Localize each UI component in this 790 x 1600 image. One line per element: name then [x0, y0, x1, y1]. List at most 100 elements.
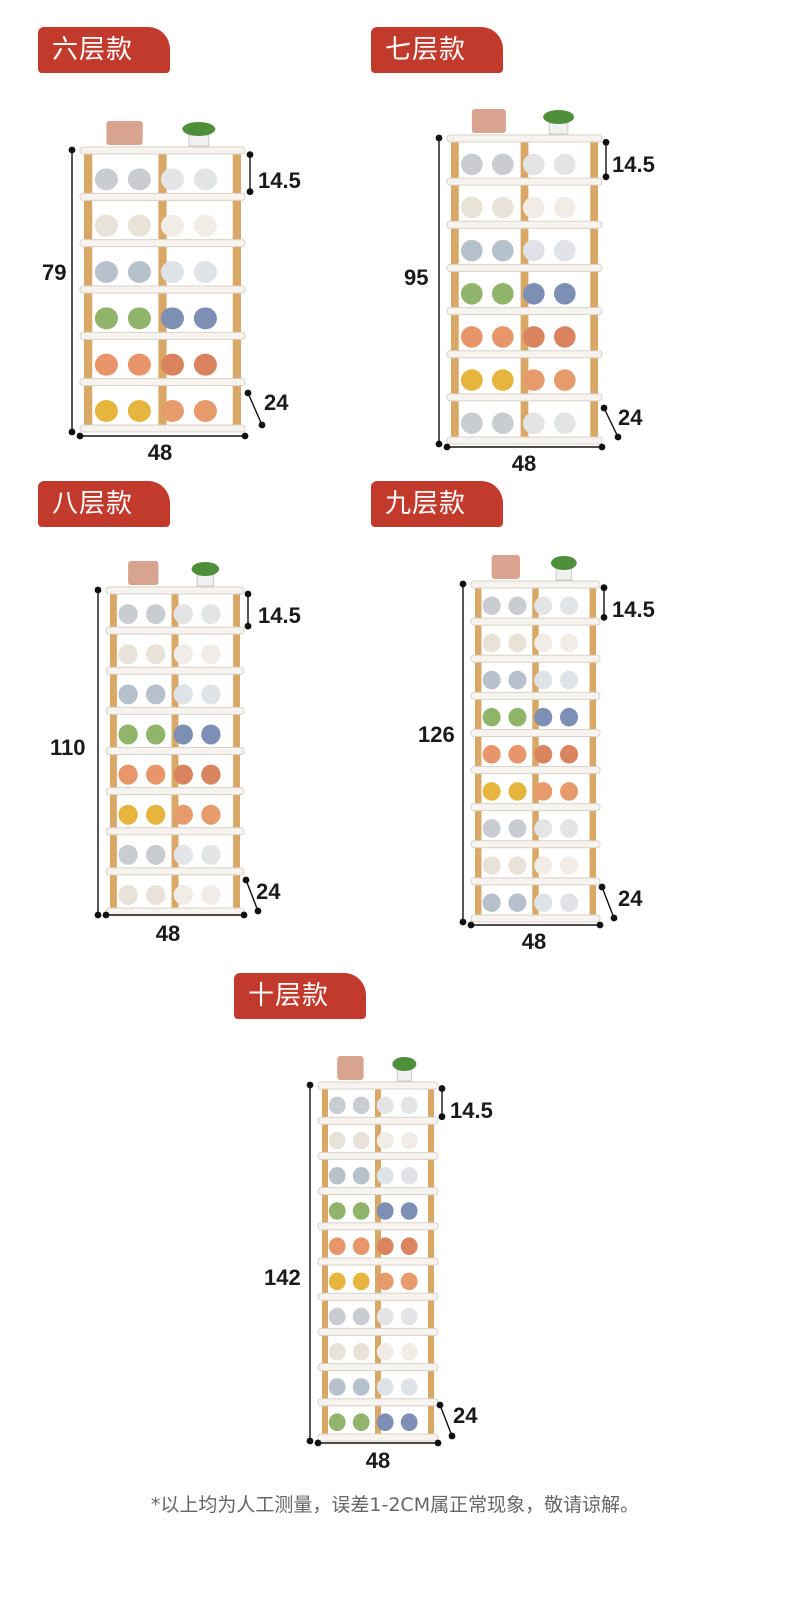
shoe: [553, 283, 576, 305]
shoe: [160, 261, 184, 283]
shoe: [94, 261, 118, 283]
shoe: [328, 1131, 346, 1150]
shoe: [193, 168, 217, 191]
shoe: [482, 745, 501, 764]
shoe: [491, 412, 514, 435]
width-dim-7: 48: [511, 451, 537, 476]
shoe: [482, 707, 501, 727]
rack-post: [451, 138, 459, 440]
rack-post: [589, 584, 596, 918]
model-tag-7: 七层款: [371, 27, 503, 73]
shoe: [534, 670, 553, 690]
depth-dim-line: [247, 392, 263, 426]
shoe: [400, 1237, 418, 1255]
plant-pot: [548, 122, 569, 135]
shoe: [201, 604, 221, 625]
dim-dot: [94, 586, 102, 594]
shoe: [553, 369, 576, 391]
shoe: [160, 400, 184, 422]
rack-shelf: [470, 840, 601, 849]
shoe: [193, 353, 217, 376]
shoe: [201, 724, 221, 745]
shoe: [328, 1378, 346, 1396]
shoe: [400, 1307, 418, 1326]
shoe: [94, 400, 118, 422]
shoe: [560, 707, 579, 727]
dim-dot: [459, 918, 467, 926]
handbag: [491, 555, 521, 579]
dim-dot: [435, 134, 443, 142]
shoe: [352, 1343, 370, 1361]
shoe: [376, 1131, 394, 1150]
shoe: [173, 684, 193, 705]
dim-dot: [76, 432, 84, 440]
width-dim-8: 48: [155, 921, 181, 946]
shoe: [482, 819, 501, 838]
rack-shelf: [470, 803, 601, 812]
shoe: [400, 1413, 418, 1431]
rack-shelf: [317, 1433, 439, 1442]
shoe: [201, 804, 221, 825]
rack-shelf: [79, 285, 246, 294]
dim-dot: [94, 911, 102, 919]
height-dim-7: 95: [404, 265, 429, 290]
shoe: [522, 283, 545, 305]
shoe: [400, 1378, 418, 1396]
dim-dot: [459, 580, 467, 588]
shoe: [522, 369, 545, 391]
shoe: [146, 764, 166, 785]
handbag: [471, 109, 506, 133]
shoe: [160, 168, 184, 191]
shoe: [553, 196, 576, 219]
shoe: [491, 326, 514, 348]
width-dim-9: 48: [521, 929, 547, 954]
tier-gap-dim-10: 14.5: [450, 1098, 493, 1123]
plant-pot: [555, 568, 573, 581]
model-tag-10: 十层款: [234, 973, 366, 1019]
rack-shelf: [79, 239, 246, 248]
dim-dot: [448, 1432, 456, 1440]
shoe: [508, 596, 527, 616]
shoe: [173, 804, 193, 825]
shoe: [553, 153, 576, 176]
shoe: [460, 239, 483, 262]
plant-leaves: [392, 1057, 417, 1071]
rack-shelf: [470, 728, 601, 737]
handbag: [128, 561, 159, 585]
rack-shelf: [446, 350, 603, 359]
shoe: [460, 196, 483, 219]
handbag: [337, 1056, 364, 1080]
shoe: [352, 1307, 370, 1326]
dim-dot: [241, 432, 249, 440]
shoe: [118, 724, 138, 745]
rack-shelf: [79, 424, 246, 433]
rack-shelf: [79, 192, 246, 201]
shoe: [534, 745, 553, 764]
depth-dim-8: 24: [256, 879, 281, 904]
dim-dot: [436, 1401, 444, 1409]
dim-dot: [614, 433, 622, 441]
plant-leaves: [191, 562, 220, 576]
shoe: [352, 1131, 370, 1150]
shoe: [400, 1131, 418, 1150]
shoe: [460, 369, 483, 391]
shoe: [460, 326, 483, 348]
shoe: [201, 644, 221, 665]
dim-dot: [602, 173, 610, 181]
shoe: [173, 844, 193, 865]
plant-leaves: [543, 110, 575, 124]
dim-dot: [600, 584, 608, 592]
shoe: [118, 684, 138, 705]
shoe: [376, 1307, 394, 1326]
shoe: [482, 893, 501, 912]
shoe: [94, 307, 118, 330]
shoe: [560, 782, 579, 801]
shoe: [522, 153, 545, 176]
depth-dim-6: 24: [264, 390, 289, 415]
dim-dot: [306, 1437, 314, 1445]
shoe: [352, 1237, 370, 1255]
rack-shelf: [446, 393, 603, 402]
shoe: [376, 1272, 394, 1291]
rack-shelf: [470, 914, 601, 923]
shoe: [201, 684, 221, 705]
